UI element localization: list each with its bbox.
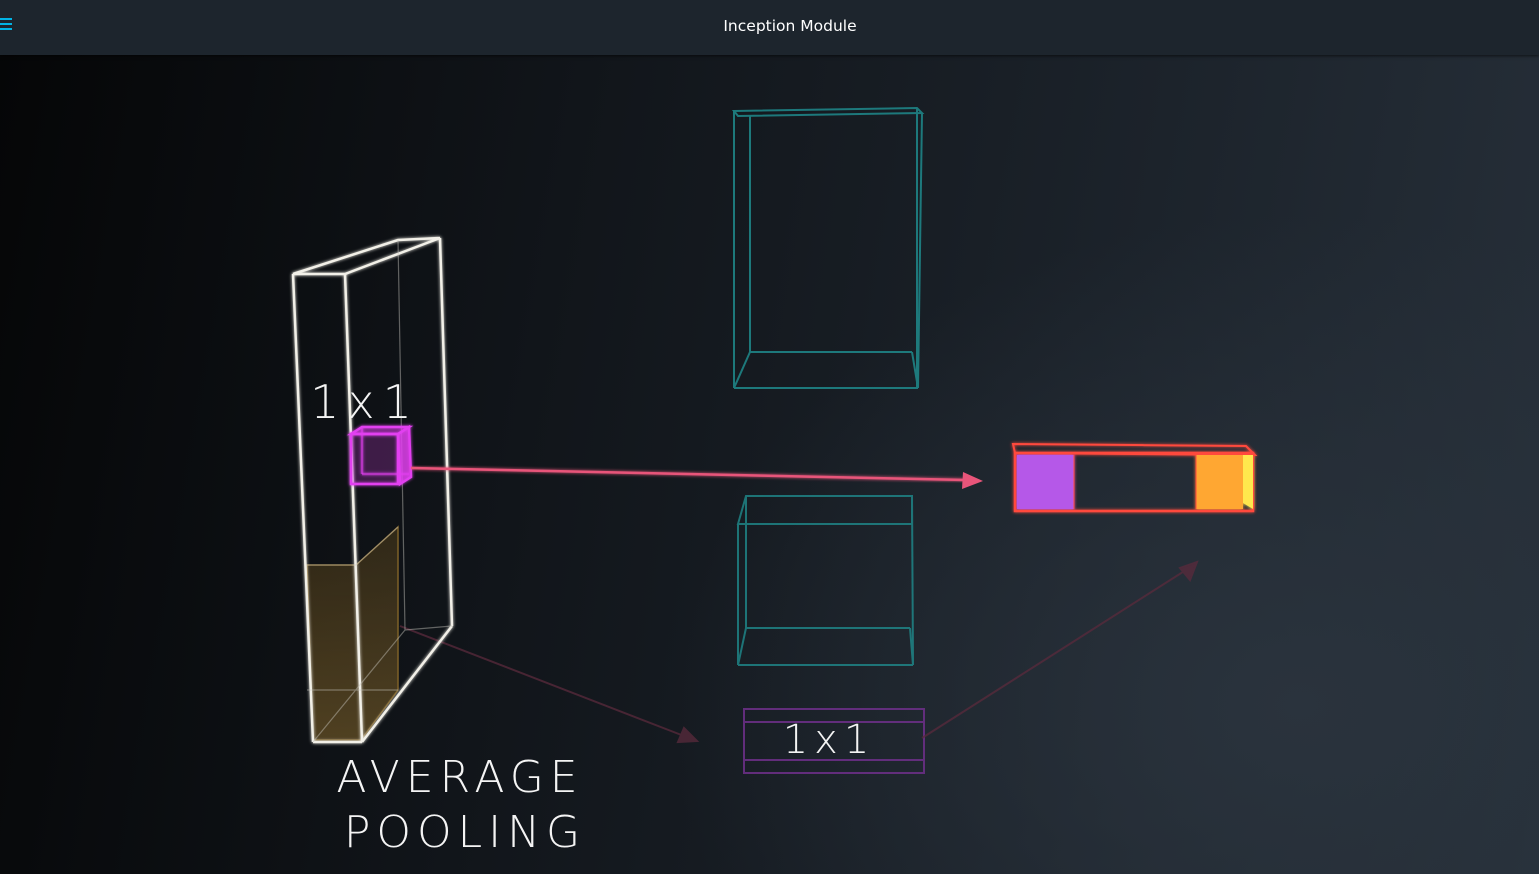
output-segment-orange: [1196, 455, 1243, 509]
main-arrow: [410, 466, 983, 489]
kernel-cube: [346, 424, 414, 487]
pooling-label-line2: POOLING: [344, 807, 586, 858]
faint-arrows: [399, 560, 1199, 744]
video-frame[interactable]: 1x1: [0, 55, 1539, 874]
conv-1x1-label: 1x1: [783, 717, 876, 763]
kernel-label: 1x1: [310, 375, 420, 429]
conv-1x1-slab: [743, 708, 925, 774]
conv-block-bottom: [736, 495, 914, 666]
output-segment-yellow: [1243, 455, 1253, 509]
page-title: Inception Module: [723, 17, 857, 35]
hamburger-menu-icon[interactable]: [0, 16, 14, 36]
top-bar: Inception Module: [0, 0, 1539, 55]
output-vector: [1011, 442, 1258, 513]
pooling-label-line1: AVERAGE: [336, 752, 583, 803]
inception-diagram: 1x1: [291, 106, 1258, 858]
input-feature-block: [291, 236, 454, 744]
conv-block-top: [731, 106, 925, 389]
output-segment-purple: [1017, 455, 1074, 509]
